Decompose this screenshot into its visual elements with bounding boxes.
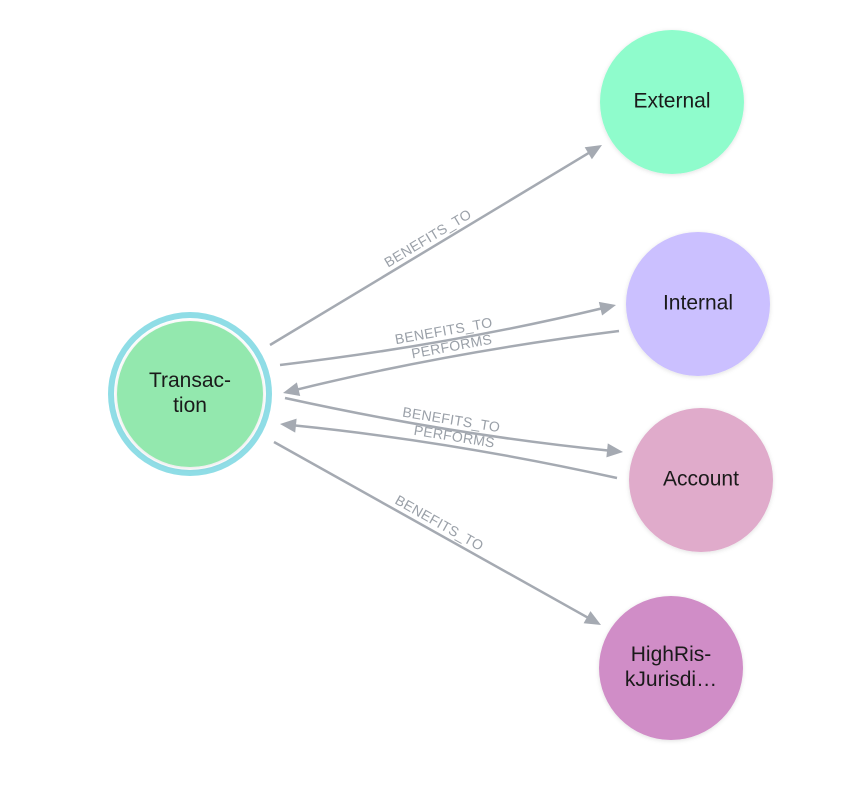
node-label: HighRis- bbox=[631, 643, 712, 666]
arrowhead-icon bbox=[280, 418, 297, 433]
edge-line[interactable] bbox=[296, 329, 620, 391]
node-label: Internal bbox=[663, 292, 733, 315]
node-circle[interactable] bbox=[117, 321, 263, 467]
edge-line[interactable] bbox=[269, 151, 591, 347]
arrowhead-icon bbox=[584, 145, 602, 160]
edge-e3[interactable]: PERFORMS bbox=[283, 329, 620, 396]
edge-line[interactable] bbox=[279, 307, 603, 367]
node-circle[interactable] bbox=[626, 232, 770, 376]
edge-e5[interactable]: PERFORMS bbox=[280, 418, 618, 480]
node-circle[interactable] bbox=[599, 596, 743, 740]
node-highrisk[interactable]: HighRis-kJurisdi… bbox=[599, 596, 743, 740]
edge-label: BENEFITS_TO bbox=[381, 206, 474, 271]
edge-e6[interactable]: BENEFITS_TO bbox=[273, 440, 601, 625]
node-circle[interactable] bbox=[600, 30, 744, 174]
node-circle[interactable] bbox=[629, 408, 773, 552]
arrowhead-icon bbox=[598, 301, 616, 316]
edge-label: BENEFITS_TO bbox=[392, 492, 486, 554]
edge-e1[interactable]: BENEFITS_TO bbox=[269, 145, 602, 347]
arrowhead-icon bbox=[606, 443, 623, 458]
node-transaction[interactable]: Transac-tion bbox=[108, 312, 272, 476]
node-label: External bbox=[633, 90, 710, 113]
node-label: kJurisdi… bbox=[625, 668, 717, 691]
node-label: Account bbox=[663, 468, 739, 491]
node-label: tion bbox=[173, 394, 207, 417]
nodes-layer: Transac-tion ExternalInternalAccountHighR… bbox=[108, 30, 773, 740]
node-external[interactable]: External bbox=[600, 30, 744, 174]
node-account[interactable]: Account bbox=[629, 408, 773, 552]
node-label: Transac- bbox=[149, 369, 231, 392]
edge-line[interactable] bbox=[293, 424, 618, 480]
edges-layer: BENEFITS_TOBENEFITS_TOPERFORMSBENEFITS_T… bbox=[269, 145, 623, 625]
edge-line[interactable] bbox=[273, 440, 590, 620]
node-internal[interactable]: Internal bbox=[626, 232, 770, 376]
arrowhead-icon bbox=[583, 611, 601, 625]
edge-line[interactable] bbox=[284, 396, 610, 452]
arrowhead-icon bbox=[283, 382, 301, 396]
edge-e2[interactable]: BENEFITS_TO bbox=[279, 301, 616, 367]
